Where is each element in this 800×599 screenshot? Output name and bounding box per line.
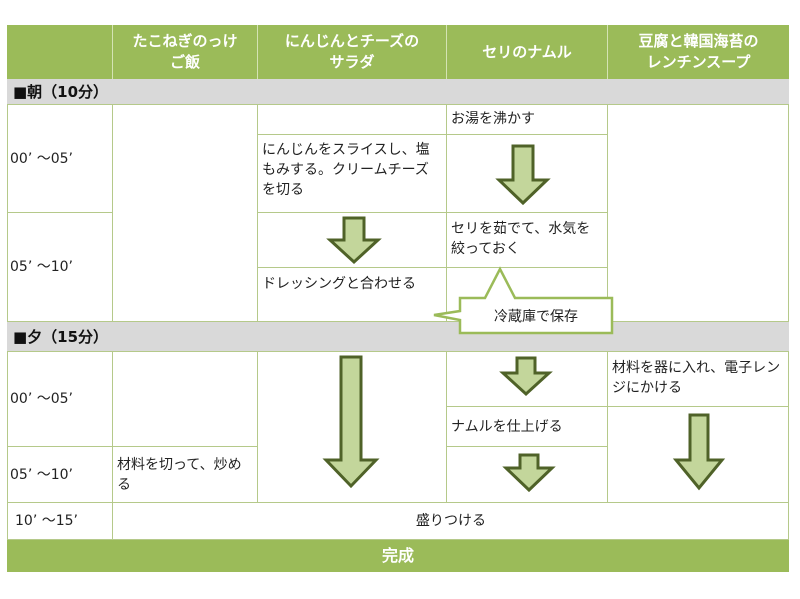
cooking-schedule-table bbox=[7, 25, 789, 572]
evening-time-0-5: 00’ ～05’ bbox=[7, 352, 113, 447]
morning-salad-step-1: にんじんをスライスし、塩もみする。クリームチーズを切る bbox=[258, 135, 447, 213]
evening-soup-step: 材料を器に入れ、電子レンジにかける bbox=[608, 352, 789, 407]
evening-section-label: ■夕（15分） bbox=[7, 322, 789, 352]
header-col-soup: 豆腐と韓国海苔の レンチンスープ bbox=[608, 25, 789, 79]
evening-namul-arrow-cell-1 bbox=[447, 352, 608, 407]
header-col-salad: にんじんとチーズの サラダ bbox=[258, 25, 447, 79]
header-col-namul: セリのナムル bbox=[447, 25, 608, 79]
evening-salad-arrow-cell bbox=[258, 352, 447, 503]
evening-rice-step: 材料を切って、炒める bbox=[113, 447, 258, 503]
evening-namul-arrow-cell-2 bbox=[447, 447, 608, 503]
morning-time-5-10: 05’ ～10’ bbox=[7, 213, 113, 322]
morning-namul-step-2: セリを茹でて、水気を絞っておく bbox=[447, 213, 608, 268]
header-col-rice: たこねぎのっけ ご飯 bbox=[113, 25, 258, 79]
evening-time-5-10: 05’ ～10’ bbox=[7, 447, 113, 503]
callout-storage-note: 冷蔵庫で保存 bbox=[494, 308, 578, 325]
evening-rice-empty-cell bbox=[113, 352, 258, 447]
final-step-serve: 盛りつける bbox=[113, 503, 789, 540]
evening-soup-arrow-cell bbox=[608, 407, 789, 503]
evening-namul-step: ナムルを仕上げる bbox=[447, 407, 608, 447]
evening-time-10-15: 10’ ～15’ bbox=[7, 503, 113, 540]
morning-time-0-5: 00’ ～05’ bbox=[7, 105, 113, 213]
morning-salad-arrow-cell bbox=[258, 213, 447, 268]
morning-rice-cell bbox=[113, 105, 258, 322]
morning-namul-step-1: お湯を沸かす bbox=[447, 105, 608, 135]
morning-namul-arrow-cell bbox=[447, 135, 608, 213]
morning-section-label: ■朝（10分） bbox=[7, 79, 789, 105]
header-corner bbox=[7, 25, 113, 79]
morning-salad-empty-cell bbox=[258, 105, 447, 135]
morning-salad-step-2: ドレッシングと合わせる bbox=[258, 268, 447, 322]
completion-bar: 完成 bbox=[7, 540, 789, 572]
morning-soup-cell bbox=[608, 105, 789, 322]
